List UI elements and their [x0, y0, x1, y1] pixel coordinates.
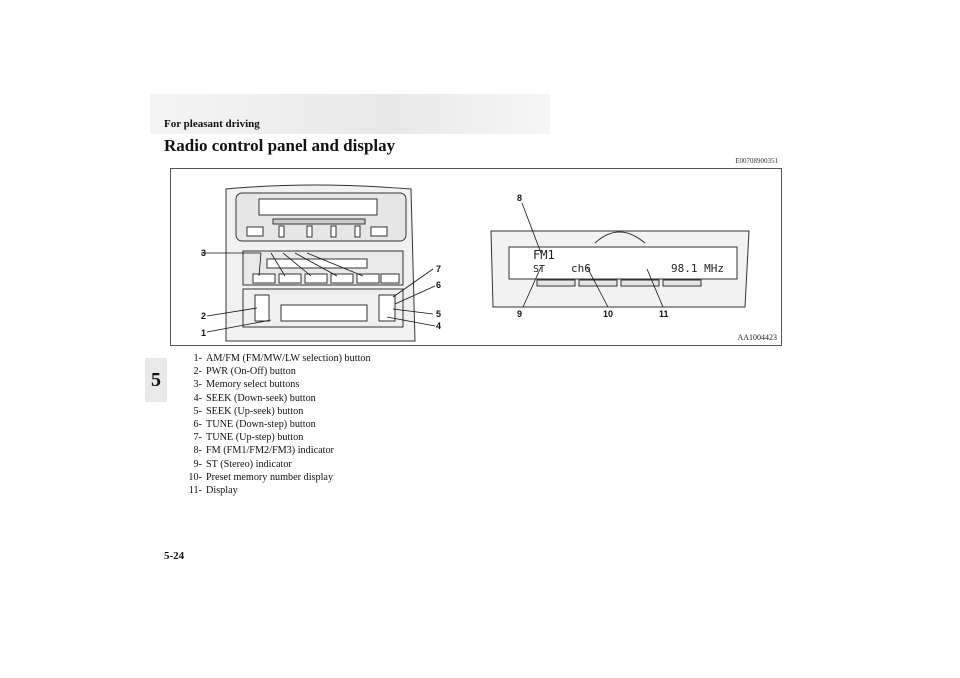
- legend-item: 9-ST (Stereo) indicator: [174, 458, 371, 471]
- legend-item: 8-FM (FM1/FM2/FM3) indicator: [174, 444, 371, 457]
- legend-item: 3-Memory select buttons: [174, 378, 371, 391]
- display-stereo-indicator: ST: [533, 264, 545, 275]
- legend-text: SEEK (Down-seek) button: [206, 392, 316, 404]
- callout-8: 8: [517, 193, 522, 203]
- legend-text: FM (FM1/FM2/FM3) indicator: [206, 445, 334, 457]
- callout-11: 11: [659, 309, 669, 319]
- legend-item: 5-SEEK (Up-seek) button: [174, 405, 371, 418]
- chapter-tab: 5: [145, 358, 167, 402]
- legend-number: 1-: [193, 353, 203, 364]
- document-code: E00708900351: [735, 157, 778, 165]
- legend-number: 5-: [193, 405, 203, 417]
- legend-text: Preset memory number display: [206, 471, 334, 483]
- legend-number: 8-: [193, 445, 203, 457]
- legend-item: 2-PWR (On-Off) button: [174, 365, 371, 378]
- page-number: 5-24: [164, 550, 185, 562]
- section-title: For pleasant driving: [164, 118, 260, 130]
- legend-text: TUNE (Down-step) button: [206, 419, 316, 431]
- page-title: Radio control panel and display: [164, 136, 396, 155]
- radio-display-unit: [490, 230, 750, 308]
- callout-1: 1: [201, 328, 206, 338]
- display-preset-number: ch6: [571, 262, 591, 275]
- display-band-indicator: FM1: [533, 248, 555, 262]
- callout-leaders-display: [521, 202, 664, 308]
- legend-item: 10- Preset memory number display: [174, 471, 371, 484]
- legend-number: 11-: [188, 485, 202, 497]
- callout-7: 7: [436, 264, 441, 274]
- legend-item: 6-TUNE (Down-step) button: [174, 418, 371, 431]
- callout-10: 10: [603, 309, 613, 319]
- legend-number: 3-: [193, 379, 203, 391]
- legend-text: PWR (On-Off) button: [206, 366, 296, 378]
- legend-text: SEEK (Up-seek) button: [206, 405, 304, 417]
- legend-item: 4-SEEK (Down-seek) button: [174, 392, 371, 405]
- callout-4: 4: [436, 321, 441, 331]
- legend-item: 11- Display: [174, 484, 371, 497]
- callout-6: 6: [436, 280, 441, 290]
- legend-item: 7-TUNE (Up-step) button: [174, 431, 371, 444]
- legend-number: 6-: [193, 419, 203, 431]
- legend-number: 9-: [193, 458, 203, 470]
- legend-text: AM/FM (FM/MW/LW selection) button: [206, 353, 371, 364]
- legend-list: 1-AM/FM (FM/MW/LW selection) button 2-PW…: [174, 352, 371, 497]
- callout-2: 2: [201, 311, 206, 321]
- legend-number: 7-: [193, 432, 203, 444]
- callout-3: 3: [201, 248, 206, 258]
- radio-illustration: FM1 ST ch6 98.1 MHz 1 2 3 4 5 6 7 8 9 10…: [201, 184, 750, 342]
- figure-code: AA1004423: [737, 333, 777, 342]
- legend-text: ST (Stereo) indicator: [206, 458, 292, 470]
- legend-number: 10-: [188, 471, 202, 483]
- display-frequency: 98.1 MHz: [671, 262, 724, 275]
- legend-number: 4-: [193, 392, 203, 404]
- radio-figure: FM1 ST ch6 98.1 MHz 1 2 3 4 5 6 7 8 9 10…: [170, 168, 782, 346]
- legend-text: TUNE (Up-step) button: [206, 432, 304, 444]
- callout-5: 5: [436, 309, 441, 319]
- callout-9: 9: [517, 309, 522, 319]
- legend-text: Memory select buttons: [206, 379, 300, 391]
- legend-item: 1-AM/FM (FM/MW/LW selection) button: [174, 352, 371, 365]
- legend-number: 2-: [193, 366, 203, 378]
- radio-head-unit: [225, 184, 416, 342]
- legend-text: Display: [206, 485, 238, 497]
- header-band: [150, 94, 550, 134]
- callout-leaders-panel: [201, 252, 436, 333]
